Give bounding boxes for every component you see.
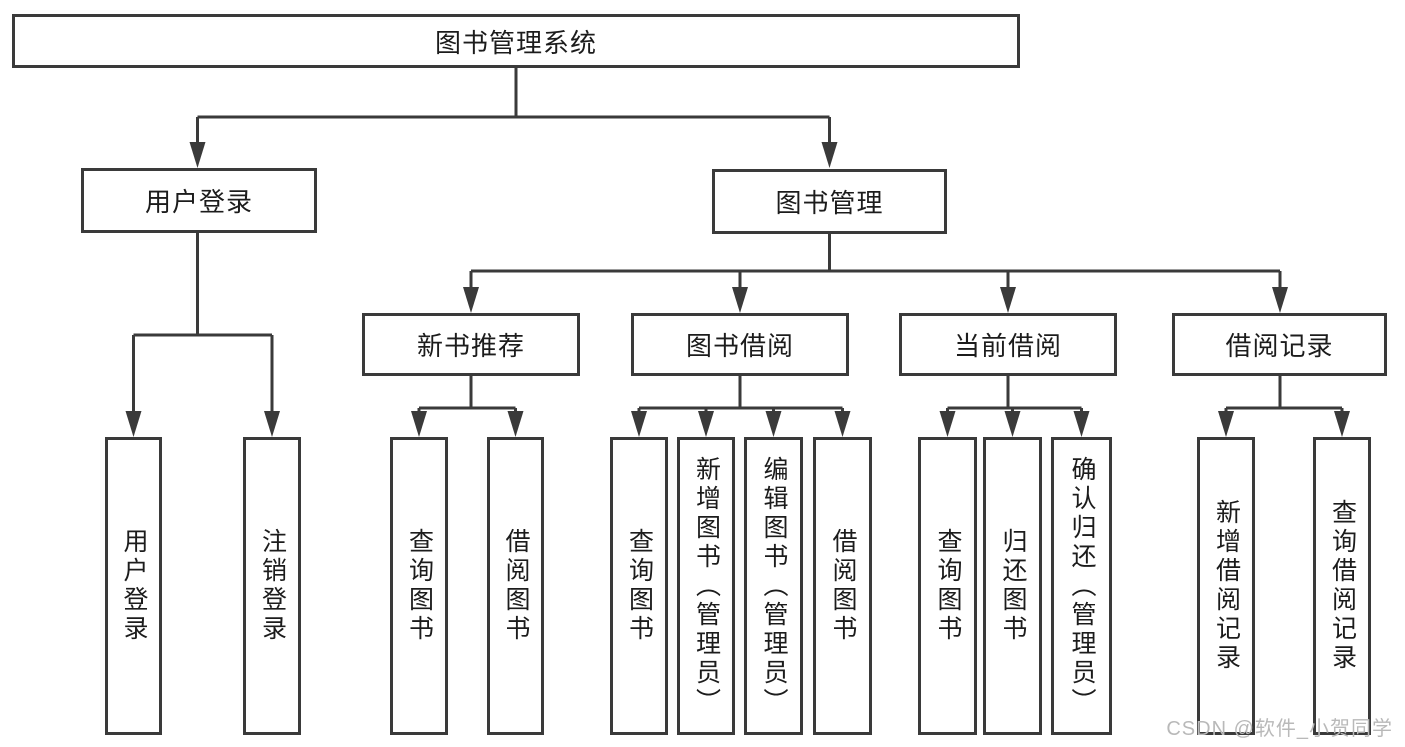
- node-leaf-borrow-books-borrowing-label: 借阅图书: [829, 528, 857, 644]
- node-leaf-borrow-books-borrowing: 借阅图书: [813, 437, 872, 735]
- node-user-login-label: 用户登录: [144, 187, 253, 217]
- connectors-book-borrowing: [631, 376, 851, 437]
- node-current-borrowing-label: 当前借阅: [953, 331, 1062, 361]
- node-leaf-edit-books-admin-label: 编辑图书（管理员）: [760, 455, 788, 717]
- node-leaf-return-books: 归还图书: [983, 437, 1042, 735]
- node-leaf-add-books-admin-label: 新增图书（管理员）: [692, 455, 721, 717]
- node-leaf-confirm-return-admin-label: 确认归还（管理员）: [1068, 455, 1096, 717]
- node-root: 图书管理系统: [12, 14, 1020, 68]
- node-leaf-query-books-borrowing: 查询图书: [610, 437, 668, 735]
- connectors-new-book-recommend: [411, 376, 524, 437]
- node-book-borrowing-label: 图书借阅: [685, 331, 794, 361]
- node-leaf-borrow-books-recommend-label: 借阅图书: [502, 528, 530, 644]
- node-leaf-query-books-recommend: 查询图书: [390, 437, 448, 735]
- node-book-borrowing: 图书借阅: [631, 313, 849, 376]
- connectors-borrowing-records: [1218, 376, 1350, 437]
- node-leaf-query-books-current: 查询图书: [918, 437, 977, 735]
- node-book-management: 图书管理: [712, 169, 947, 234]
- node-borrowing-records-label: 借阅记录: [1225, 331, 1334, 361]
- node-leaf-add-borrow-record: 新增借阅记录: [1197, 437, 1255, 735]
- node-leaf-user-login: 用户登录: [105, 437, 162, 735]
- node-leaf-return-books-label: 归还图书: [999, 528, 1027, 644]
- node-leaf-query-books-current-label: 查询图书: [934, 528, 962, 644]
- connectors-root-to-level2: [189, 68, 838, 168]
- node-leaf-query-borrow-record: 查询借阅记录: [1313, 437, 1371, 735]
- node-current-borrowing: 当前借阅: [899, 313, 1117, 376]
- connectors-book-management: [463, 234, 1288, 313]
- node-root-label: 图书管理系统: [434, 27, 597, 58]
- node-leaf-query-borrow-record-label: 查询借阅记录: [1328, 499, 1357, 673]
- node-leaf-logout: 注销登录: [243, 437, 301, 735]
- node-leaf-borrow-books-recommend: 借阅图书: [487, 437, 544, 735]
- node-user-login: 用户登录: [81, 168, 317, 233]
- connectors-current-borrowing: [939, 376, 1090, 437]
- node-book-management-label: 图书管理: [775, 188, 884, 218]
- csdn-watermark: CSDN @软件_小贺同学: [1166, 718, 1393, 740]
- node-leaf-logout-label: 注销登录: [258, 528, 287, 644]
- node-leaf-add-books-admin: 新增图书（管理员）: [677, 437, 735, 735]
- node-leaf-user-login-label: 用户登录: [120, 528, 148, 644]
- node-leaf-query-books-borrowing-label: 查询图书: [625, 528, 654, 644]
- node-new-book-recommend: 新书推荐: [362, 313, 580, 376]
- node-leaf-add-borrow-record-label: 新增借阅记录: [1212, 499, 1241, 673]
- node-leaf-confirm-return-admin: 确认归还（管理员）: [1051, 437, 1112, 735]
- connectors-user-login: [125, 233, 280, 437]
- node-leaf-query-books-recommend-label: 查询图书: [405, 528, 434, 644]
- node-new-book-recommend-label: 新书推荐: [416, 331, 525, 361]
- node-leaf-edit-books-admin: 编辑图书（管理员）: [744, 437, 803, 735]
- node-borrowing-records: 借阅记录: [1172, 313, 1387, 376]
